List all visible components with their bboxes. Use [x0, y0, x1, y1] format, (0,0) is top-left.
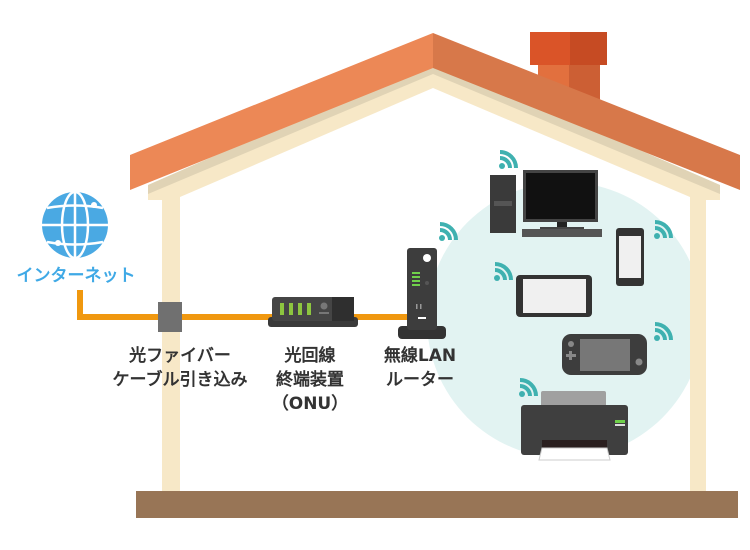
chimney	[530, 32, 607, 105]
wifi-signal-icon	[654, 322, 673, 341]
internet-label: インターネット	[16, 266, 136, 286]
desktop-pc-icon	[490, 170, 602, 237]
router-label-line: ルーター	[386, 370, 454, 390]
onu-label-line: 光回線	[284, 346, 336, 366]
roof	[130, 33, 740, 190]
onu-icon	[268, 297, 358, 327]
fiber-entry-label: 光ファイバー ケーブル引き込み	[95, 344, 265, 392]
floor	[136, 491, 738, 518]
router-icon	[398, 248, 446, 339]
fiber-entry-label-line: 光ファイバー	[129, 346, 231, 366]
fiber-entry-label-line: ケーブル引き込み	[112, 370, 248, 390]
onu-label-line: （ONU）	[271, 394, 349, 414]
router-label-line: 無線LAN	[383, 346, 457, 366]
wifi-signal-icon	[499, 150, 518, 169]
tablet-icon	[516, 275, 592, 317]
onu-label-line: 終端装置	[276, 370, 344, 390]
onu-label: 光回線 終端装置 （ONU）	[260, 344, 360, 416]
router-label: 無線LAN ルーター	[370, 344, 470, 392]
fiber-cable	[77, 290, 410, 320]
globe-icon	[42, 190, 108, 260]
printer-icon	[521, 391, 628, 461]
wifi-signal-icon	[494, 262, 513, 281]
wifi-signal-icon	[439, 222, 458, 241]
smartphone-icon	[616, 228, 644, 286]
wifi-signal-icon	[519, 378, 538, 397]
wifi-signal-icon	[654, 220, 673, 239]
wall-port-icon	[158, 302, 182, 332]
game-console-icon	[562, 334, 647, 375]
